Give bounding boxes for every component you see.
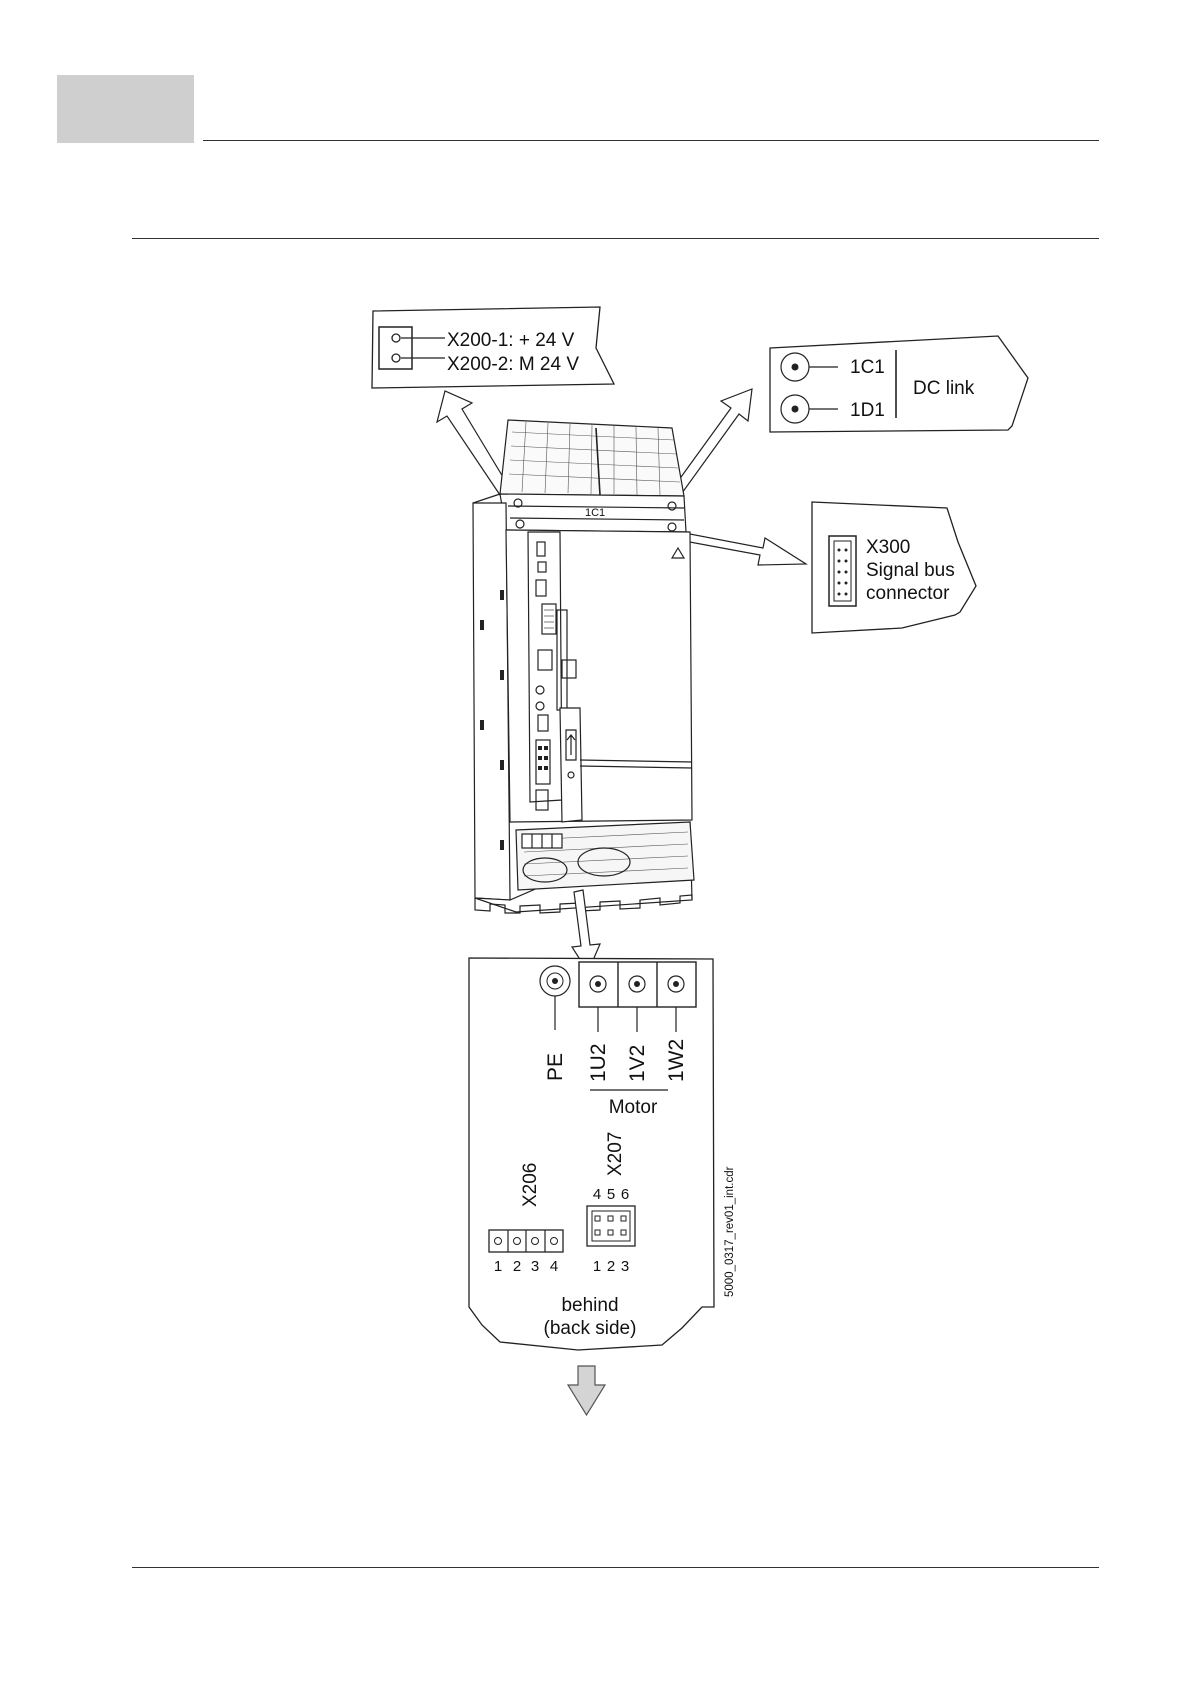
file-reference: 5000_0317_rev01_int.cdr xyxy=(724,1166,736,1297)
x206-label: X206 xyxy=(520,1163,541,1207)
x206-pin-3: 3 xyxy=(531,1258,539,1275)
x300-line3: connector xyxy=(866,583,950,604)
x206-pin-1: 1 xyxy=(494,1258,502,1275)
x300-line2: Signal bus xyxy=(866,560,955,581)
x200-line1: X200-1: + 24 V xyxy=(447,330,575,351)
x300-name: X300 xyxy=(866,537,910,558)
x207-pin-5: 5 xyxy=(607,1186,615,1203)
dc-link-callout: 1C1 1D1 DC link xyxy=(770,336,1028,432)
x206-pin-4: 4 xyxy=(550,1258,558,1275)
x207-pin-4: 4 xyxy=(593,1186,601,1203)
x207-pin-6: 6 xyxy=(621,1186,629,1203)
top-plate-label: 1C1 xyxy=(585,507,605,519)
x207-pin-1: 1 xyxy=(593,1258,601,1275)
x206-pin-2: 2 xyxy=(513,1258,521,1275)
behind-label: behind xyxy=(561,1295,618,1316)
x300-callout: X300 Signal bus connector xyxy=(812,502,976,633)
down-arrow-icon xyxy=(568,1366,605,1415)
x300-connector-icon xyxy=(829,536,856,606)
x207-pin-3: 3 xyxy=(621,1258,629,1275)
x200-callout: X200-1: + 24 V X200-2: M 24 V xyxy=(372,307,614,388)
dc-link-label: DC link xyxy=(913,378,975,399)
x207-connector-icon xyxy=(587,1206,635,1246)
bottom-panel-callout: PE 1U2 1V2 1W2 Motor X206 1 2 3 4 X207 4… xyxy=(469,958,714,1350)
device-drawing: 1C1 xyxy=(473,420,694,913)
x207-label: X207 xyxy=(605,1132,626,1176)
x200-line2: X200-2: M 24 V xyxy=(447,354,579,375)
x200-connector-icon xyxy=(379,327,412,369)
back-side-label: (back side) xyxy=(544,1318,637,1339)
motor-label: Motor xyxy=(609,1097,658,1118)
dc-1d1: 1D1 xyxy=(850,400,885,421)
dc-1c1: 1C1 xyxy=(850,357,885,378)
terminal-1u2: 1U2 xyxy=(587,1043,610,1082)
x207-pin-2: 2 xyxy=(607,1258,615,1275)
pe-label: PE xyxy=(544,1053,567,1081)
terminal-1v2: 1V2 xyxy=(626,1045,649,1082)
terminal-1w2: 1W2 xyxy=(665,1039,688,1082)
